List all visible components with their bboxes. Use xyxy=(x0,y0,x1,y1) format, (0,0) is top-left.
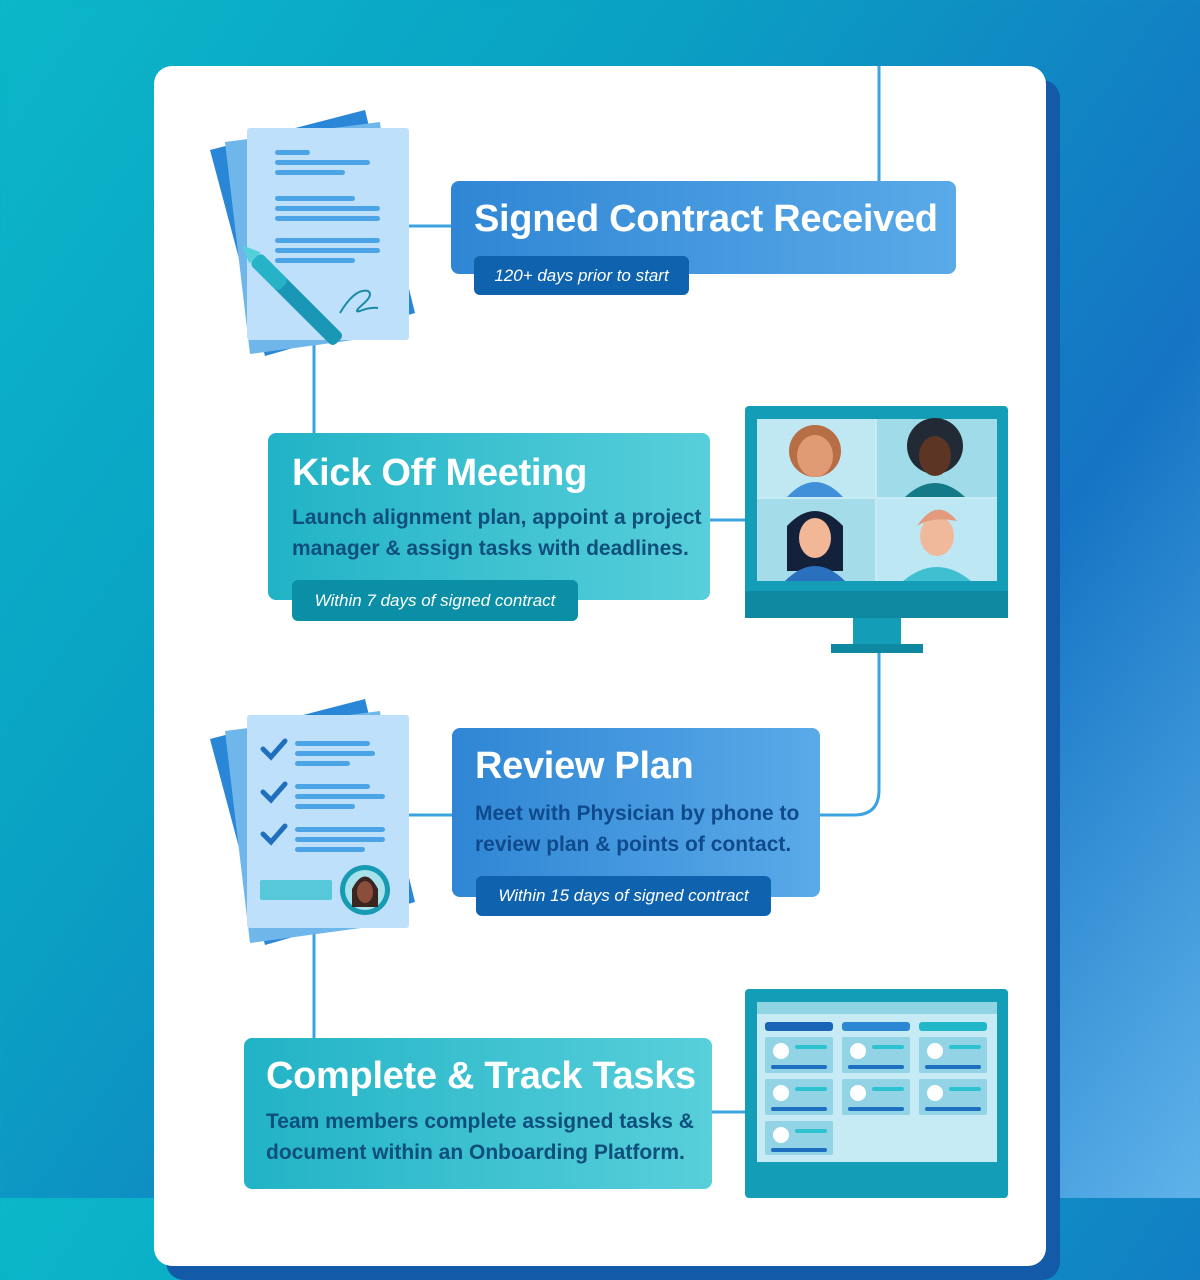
step-description-line2: review plan & points of contact. xyxy=(475,833,792,856)
step-kick-off-meeting: Kick Off Meeting Launch alignment plan, … xyxy=(268,433,710,600)
step-description-line1: Launch alignment plan, appoint a project xyxy=(292,506,702,529)
step-title: Signed Contract Received xyxy=(474,198,938,240)
step-description-line2: document within an Onboarding Platform. xyxy=(266,1141,685,1164)
step-title: Complete & Track Tasks xyxy=(266,1055,696,1097)
step-description-line2: manager & assign tasks with deadlines. xyxy=(292,537,689,560)
signed-document-icon xyxy=(210,110,415,356)
step-timing-badge: 120+ days prior to start xyxy=(474,256,689,295)
task-board-monitor-icon xyxy=(745,989,1008,1198)
step-review-plan: Review Plan Meet with Physician by phone… xyxy=(452,728,820,897)
step-timing-badge: Within 7 days of signed contract xyxy=(292,580,578,621)
timeline-connectors xyxy=(312,66,881,1114)
step-complete-track-tasks: Complete & Track Tasks Team members comp… xyxy=(244,1038,712,1189)
step-description-line1: Meet with Physician by phone to xyxy=(475,802,800,825)
step-timing-badge: Within 15 days of signed contract xyxy=(476,876,771,916)
video-call-monitor-icon xyxy=(745,406,1008,653)
step-title: Review Plan xyxy=(475,745,694,787)
step-title: Kick Off Meeting xyxy=(292,452,588,494)
checklist-document-icon xyxy=(210,699,415,945)
step-description-line1: Team members complete assigned tasks & xyxy=(266,1110,694,1133)
